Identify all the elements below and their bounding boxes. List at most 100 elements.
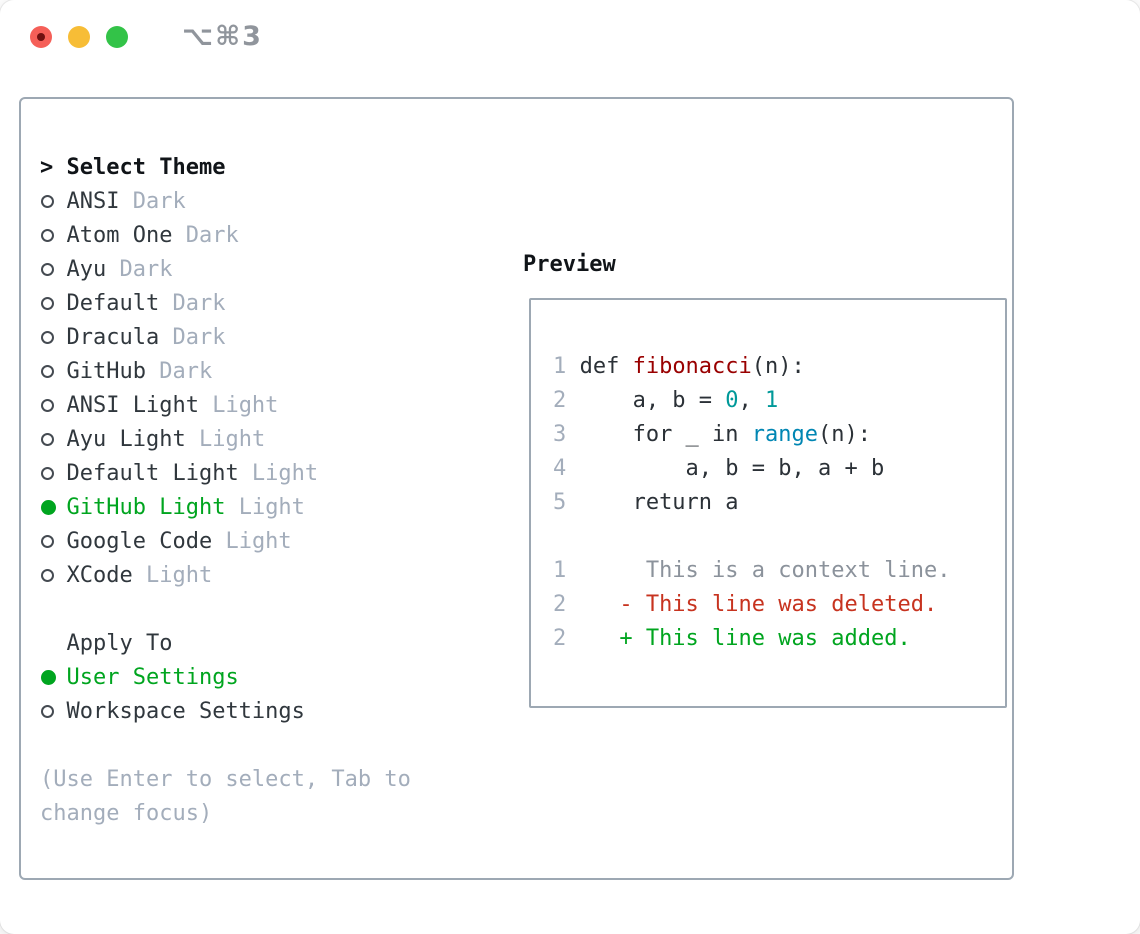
code-line: 1 This is a context line. (553, 553, 1005, 587)
code-token-plain: a, b = (579, 387, 726, 413)
radio-icon[interactable] (41, 228, 54, 242)
theme-option[interactable]: Ayu Light Light (40, 422, 411, 456)
code-line: 2 - This line was deleted. (553, 587, 1005, 621)
apply-to-header: Apply To (40, 626, 411, 660)
theme-option[interactable]: Google Code Light (40, 524, 411, 558)
option-label: XCode (66, 562, 133, 588)
code-token-number: 0 (725, 387, 739, 413)
option-label: Dracula (66, 324, 160, 350)
code-line: 4 a, b = b, a + b (553, 451, 1005, 485)
theme-option[interactable]: XCode Light (40, 558, 411, 592)
theme-option[interactable]: Ayu Dark (40, 252, 411, 286)
radio-selected-icon[interactable] (41, 499, 56, 515)
option-label: GitHub (66, 358, 146, 384)
theme-option[interactable]: ANSI Dark (40, 184, 411, 218)
theme-option[interactable]: ANSI Light Light (40, 388, 411, 422)
radio-icon[interactable] (41, 704, 54, 718)
radio-icon[interactable] (41, 534, 54, 548)
code-token-plain: for _ in (579, 421, 752, 447)
option-label: ANSI Light (66, 392, 199, 418)
close-button[interactable] (30, 26, 52, 48)
apply-to-option[interactable]: User Settings (40, 660, 411, 694)
code-line: 2 + This line was added. (553, 621, 1005, 655)
zoom-button[interactable] (106, 26, 128, 48)
code-token-plain: def (579, 353, 633, 379)
theme-option[interactable]: Default Dark (40, 286, 411, 320)
option-variant-label: Dark (106, 256, 173, 282)
option-variant-label: Dark (145, 358, 213, 384)
code-token-builtin: range (751, 421, 819, 447)
option-variant-label: Light (198, 392, 279, 418)
hint-text-line1: (Use Enter to select, Tab to (40, 766, 411, 792)
code-token-deleted: - This line was deleted. (579, 591, 938, 617)
code-token-plain: (n): (751, 353, 805, 379)
option-label: Workspace Settings (66, 698, 305, 724)
option-variant-label: Dark (172, 222, 239, 248)
code-line: 3 for _ in range(n): (553, 417, 1005, 451)
preview-title: Preview (523, 251, 616, 277)
code-line (553, 519, 1005, 553)
option-variant-label: Dark (159, 324, 226, 350)
apply-to-option[interactable]: Workspace Settings (40, 694, 411, 728)
radio-icon[interactable] (41, 568, 54, 582)
code-token-plain: return a (579, 489, 739, 515)
apply-to-label: Apply To (66, 630, 173, 656)
option-variant-label: Light (132, 562, 213, 588)
code-token-plain: (n): (818, 421, 871, 447)
option-label: Ayu Light (66, 426, 186, 452)
radio-icon[interactable] (41, 262, 54, 276)
radio-icon[interactable] (41, 194, 54, 208)
code-token-context: This is a context line. (579, 557, 951, 583)
radio-icon[interactable] (41, 432, 54, 446)
option-variant-label: Light (238, 460, 319, 486)
option-label: Ayu (66, 256, 107, 282)
option-variant-label: Dark (119, 188, 186, 214)
radio-icon[interactable] (41, 398, 54, 412)
theme-option[interactable]: GitHub Light Light (40, 490, 411, 524)
radio-icon[interactable] (41, 296, 54, 310)
option-label: Google Code (66, 528, 213, 554)
minimize-button[interactable] (68, 26, 90, 48)
option-variant-label: Light (225, 494, 305, 520)
radio-icon[interactable] (41, 364, 54, 378)
option-variant-label: Dark (159, 290, 226, 316)
line-number: 2 (553, 591, 567, 617)
line-number: 2 (553, 625, 567, 651)
line-number: 2 (553, 387, 567, 413)
option-label: User Settings (66, 664, 239, 690)
code-token-added: + This line was added. (579, 625, 911, 651)
select-theme-header: >Select Theme (40, 150, 411, 184)
line-number: 1 (553, 557, 567, 583)
theme-option[interactable]: GitHub Dark (40, 354, 411, 388)
option-label: GitHub Light (66, 494, 226, 520)
hint-text-line2: change focus) (40, 800, 213, 826)
line-number: 3 (553, 421, 567, 447)
window-title: ⌥⌘3 (182, 21, 263, 52)
theme-option[interactable]: Atom One Dark (40, 218, 411, 252)
code-token-number: 1 (765, 387, 779, 413)
selection-cursor-icon: > (40, 154, 54, 180)
option-label: Default Light (66, 460, 239, 486)
code-line: 5 return a (553, 485, 1005, 519)
theme-option[interactable]: Dracula Dark (40, 320, 411, 354)
radio-icon[interactable] (41, 330, 54, 344)
option-label: ANSI (66, 188, 120, 214)
code-token-plain: , (738, 387, 766, 413)
line-number: 5 (553, 489, 567, 515)
option-variant-label: Light (212, 528, 292, 554)
option-variant-label: Light (185, 426, 266, 452)
line-number: 1 (553, 353, 567, 379)
theme-option[interactable]: Default Light Light (40, 456, 411, 490)
line-number: 4 (553, 455, 567, 481)
code-line: 1 def fibonacci(n): (553, 349, 1005, 383)
option-label: Default (66, 290, 160, 316)
code-token-function: fibonacci (632, 353, 752, 379)
titlebar: ⌥⌘3 (30, 21, 263, 52)
radio-icon[interactable] (41, 466, 54, 480)
radio-selected-icon[interactable] (41, 669, 56, 685)
